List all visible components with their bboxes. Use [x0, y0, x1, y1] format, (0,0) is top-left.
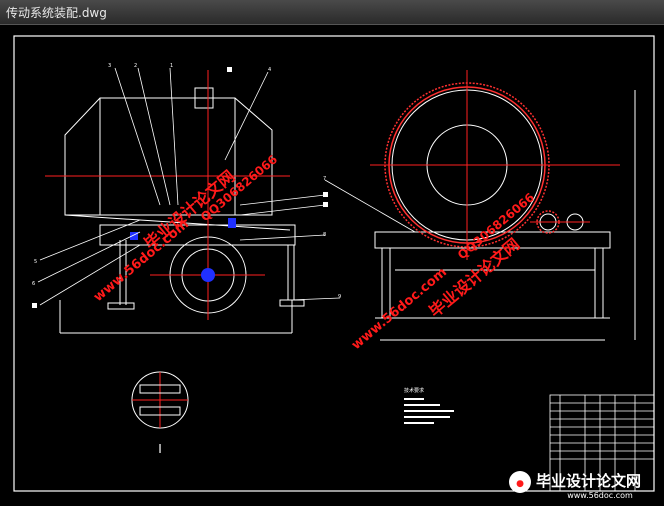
balloon-marker — [227, 67, 232, 72]
title-block — [549, 394, 655, 492]
left-view-balloons: 3 2 1 4 5 6 — [32, 63, 271, 308]
svg-text:7: 7 — [323, 176, 326, 182]
svg-text:2: 2 — [134, 63, 137, 69]
right-view-centerlines — [370, 70, 620, 260]
svg-text:9: 9 — [338, 294, 341, 300]
right-view-leaders — [239, 179, 416, 241]
left-view-leaders — [37, 67, 341, 306]
watermarks: 毕业设计论文网 www.56doc.com QQ306826066 www.56… — [91, 152, 537, 353]
window-titlebar: 传动系统装配.dwg — [0, 0, 664, 25]
drawing-canvas[interactable]: 3 2 1 4 5 6 7 — [0, 25, 664, 502]
footer-brand: 毕业设计论文网 — [536, 472, 641, 490]
drawing-border — [13, 35, 655, 492]
cad-drawing: 3 2 1 4 5 6 7 — [13, 35, 655, 500]
svg-text:8: 8 — [323, 232, 326, 238]
right-view-balloons: 7 8 9 — [323, 176, 341, 300]
detail-view-i — [131, 371, 189, 429]
svg-text:6: 6 — [32, 281, 35, 287]
svg-text:4: 4 — [268, 67, 271, 73]
watermark-site-1: www.56doc.com — [91, 217, 192, 305]
footer-site: www.56doc.com — [567, 491, 633, 500]
tech-requirements-title: 技术要求 — [404, 387, 424, 394]
window-title: 传动系统装配.dwg — [6, 6, 107, 20]
svg-text:3: 3 — [108, 63, 111, 69]
left-view-blue-parts — [130, 218, 236, 282]
svg-text:●: ● — [516, 479, 524, 489]
svg-text:1: 1 — [170, 63, 173, 69]
balloon-marker — [32, 303, 37, 308]
balloon-marker — [323, 202, 328, 207]
tech-requirements-lines — [404, 398, 454, 424]
footer-watermark: ● 毕业设计论文网 www.56doc.com — [509, 471, 641, 500]
balloon-marker — [323, 192, 328, 197]
svg-text:5: 5 — [34, 259, 37, 265]
detail-label: I — [158, 442, 162, 456]
